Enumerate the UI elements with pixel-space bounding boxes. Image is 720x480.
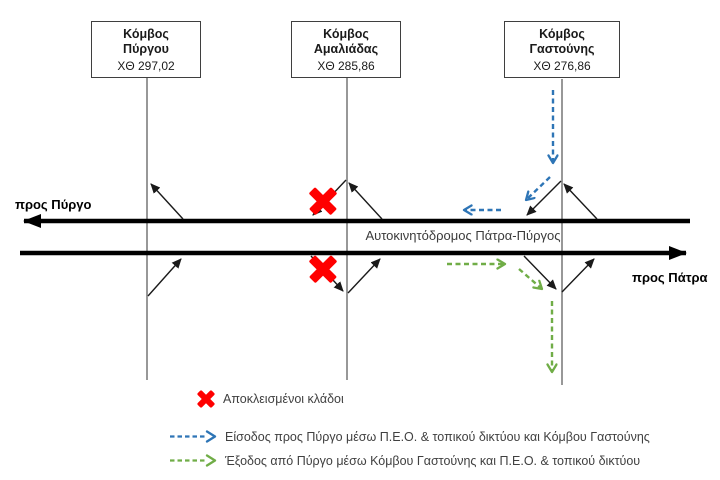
ramp-gastouni-exit-westbound	[563, 183, 598, 220]
legend-entry-arrow-icon	[170, 430, 217, 443]
node-box-pyrgos: Κόμβος Πύργου ΧΘ 297,02	[91, 21, 201, 78]
blue-route-onto-ramp	[526, 176, 551, 200]
highway-label: Αυτοκινητόδρομος Πάτρα-Πύργος	[365, 228, 561, 243]
legend-exit-label: Έξοδος από Πύργο μέσω Κόμβου Γαστούνης κ…	[225, 454, 641, 468]
node-title-gastouni: Κόμβος Γαστούνης	[529, 27, 595, 57]
blocked-x-icon-amaliada-bottom	[308, 254, 338, 284]
legend-blocked-label: Αποκλεισμένοι κλάδοι	[223, 392, 344, 406]
blocked-x-icon-amaliada-top	[308, 186, 338, 216]
legend-entry-label: Είσοδος προς Πύργο μέσω Π.Ε.Ο. & τοπικού…	[225, 430, 650, 444]
legend-exit-arrow-icon	[170, 454, 217, 467]
ramps	[147, 179, 598, 297]
ramp-amaliada-exit-westbound	[348, 182, 383, 220]
ramp-gastouni-exit-eastbound	[523, 255, 557, 290]
node-box-gastouni: Κόμβος Γαστούνης ΧΘ 276,86	[504, 21, 620, 78]
motorway	[20, 214, 690, 260]
direction-label-to-patra: προς Πάτρα	[632, 270, 708, 285]
ramp-amaliada-entry-eastbound	[347, 258, 381, 294]
node-chainage-amaliada: ΧΘ 285,86	[317, 58, 375, 73]
node-box-amaliada: Κόμβος Αμαλιάδας ΧΘ 285,86	[291, 21, 401, 78]
node-title-pyrgos: Κόμβος Πύργου	[123, 27, 169, 57]
route-entry-blue	[464, 90, 553, 210]
direction-label-to-pyrgos: προς Πύργο	[15, 197, 92, 212]
ramp-gastouni-entry-westbound	[526, 180, 562, 216]
node-title-amaliada: Κόμβος Αμαλιάδας	[313, 27, 379, 57]
legend-blocked-x-icon	[196, 389, 216, 409]
ramp-pyrgos-exit-westbound	[150, 183, 184, 220]
route-exit-green	[447, 264, 552, 372]
node-chainage-gastouni: ΧΘ 276,86	[533, 58, 591, 73]
ramp-pyrgos-entry-eastbound	[147, 258, 182, 297]
node-chainage-pyrgos: ΧΘ 297,02	[117, 58, 175, 73]
ramp-gastouni-entry-eastbound	[561, 258, 595, 293]
node-stem-lines	[146, 78, 563, 385]
